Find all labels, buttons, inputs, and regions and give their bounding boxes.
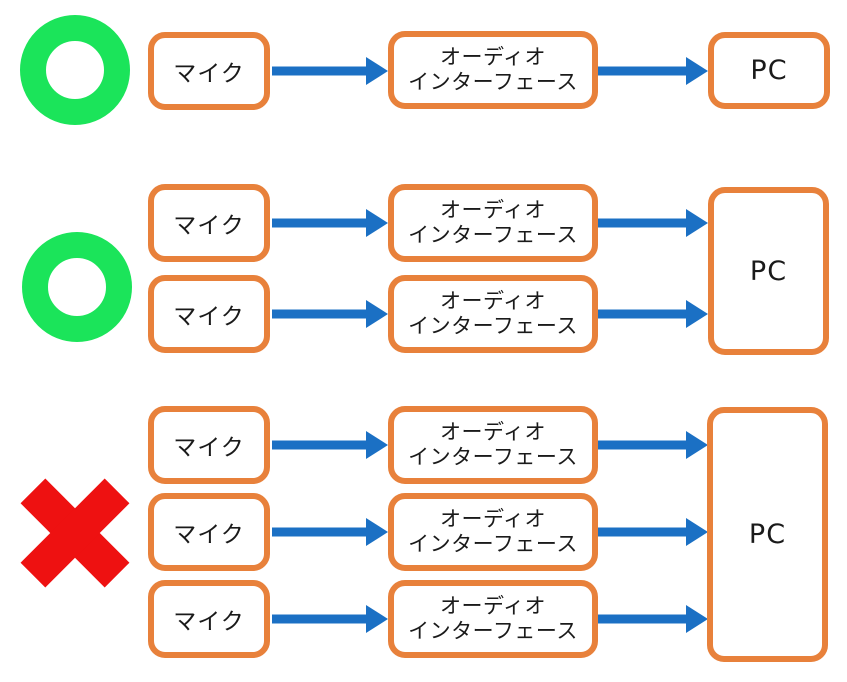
ok-circle-icon bbox=[20, 15, 130, 125]
arrow-head bbox=[686, 300, 708, 328]
arrow-right-icon bbox=[598, 57, 708, 85]
arrow-right-icon bbox=[272, 209, 388, 237]
ng-cross-icon bbox=[20, 478, 130, 588]
mic-label: マイク bbox=[173, 522, 245, 548]
arrow-shaft bbox=[598, 309, 690, 319]
audio-interface-label-line1: オーディオ bbox=[439, 289, 547, 314]
arrow-right-icon bbox=[598, 431, 708, 459]
arrow-right-icon bbox=[598, 605, 708, 633]
arrow-shaft bbox=[272, 218, 370, 228]
mic-label: マイク bbox=[173, 61, 245, 87]
mic-label: マイク bbox=[173, 213, 245, 239]
arrow-head bbox=[366, 57, 388, 85]
audio-interface-label-line2: インターフェース bbox=[408, 314, 578, 338]
audio-interface-node: オーディオ インターフェース bbox=[388, 580, 598, 658]
audio-interface-node: オーディオ インターフェース bbox=[388, 275, 598, 353]
audio-interface-node: オーディオ インターフェース bbox=[388, 31, 598, 109]
arrow-right-icon bbox=[598, 518, 708, 546]
arrow-shaft bbox=[272, 66, 370, 76]
audio-interface-label-line2: インターフェース bbox=[408, 532, 578, 556]
audio-interface-label-line1: オーディオ bbox=[439, 420, 547, 445]
arrow-head bbox=[686, 431, 708, 459]
audio-interface-label-line1: オーディオ bbox=[439, 507, 547, 532]
arrow-shaft bbox=[598, 218, 690, 228]
arrow-head bbox=[686, 605, 708, 633]
mic-label: マイク bbox=[173, 435, 245, 461]
arrow-right-icon bbox=[272, 57, 388, 85]
arrow-head bbox=[366, 431, 388, 459]
ok-circle-icon bbox=[22, 232, 132, 342]
arrow-shaft bbox=[598, 614, 690, 624]
mic-node: マイク bbox=[148, 32, 270, 110]
audio-interface-label-line2: インターフェース bbox=[408, 619, 578, 643]
audio-interface-label-line1: オーディオ bbox=[439, 45, 547, 70]
arrow-right-icon bbox=[272, 518, 388, 546]
arrow-shaft bbox=[272, 527, 370, 537]
arrow-shaft bbox=[598, 527, 690, 537]
arrow-head bbox=[686, 57, 708, 85]
pc-label: PC bbox=[749, 255, 788, 287]
arrow-shaft bbox=[272, 614, 370, 624]
pc-node: PC bbox=[708, 187, 829, 355]
arrow-right-icon bbox=[272, 431, 388, 459]
arrow-head bbox=[366, 518, 388, 546]
mic-node: マイク bbox=[148, 275, 270, 353]
audio-interface-label-line2: インターフェース bbox=[408, 445, 578, 469]
audio-interface-node: オーディオ インターフェース bbox=[388, 493, 598, 571]
arrow-head bbox=[366, 300, 388, 328]
arrow-head bbox=[686, 209, 708, 237]
arrow-right-icon bbox=[598, 300, 708, 328]
arrow-head bbox=[366, 605, 388, 633]
mic-node: マイク bbox=[148, 580, 270, 658]
pc-label: PC bbox=[750, 55, 788, 86]
arrow-shaft bbox=[598, 66, 690, 76]
mic-label: マイク bbox=[173, 609, 245, 635]
arrow-shaft bbox=[272, 440, 370, 450]
arrow-right-icon bbox=[272, 605, 388, 633]
mic-node: マイク bbox=[148, 493, 270, 571]
arrow-right-icon bbox=[598, 209, 708, 237]
mic-node: マイク bbox=[148, 406, 270, 484]
audio-interface-node: オーディオ インターフェース bbox=[388, 184, 598, 262]
mic-node: マイク bbox=[148, 184, 270, 262]
mic-label: マイク bbox=[173, 304, 245, 330]
audio-interface-label-line1: オーディオ bbox=[439, 594, 547, 619]
arrow-right-icon bbox=[272, 300, 388, 328]
audio-interface-node: オーディオ インターフェース bbox=[388, 406, 598, 484]
audio-interface-label-line1: オーディオ bbox=[439, 198, 547, 223]
arrow-shaft bbox=[598, 440, 690, 450]
pc-label: PC bbox=[748, 519, 787, 550]
pc-node: PC bbox=[708, 32, 830, 109]
arrow-head bbox=[686, 518, 708, 546]
audio-interface-label-line2: インターフェース bbox=[408, 70, 578, 94]
pc-node: PC bbox=[707, 407, 828, 662]
arrow-shaft bbox=[272, 309, 370, 319]
arrow-head bbox=[366, 209, 388, 237]
audio-interface-label-line2: インターフェース bbox=[408, 223, 578, 247]
